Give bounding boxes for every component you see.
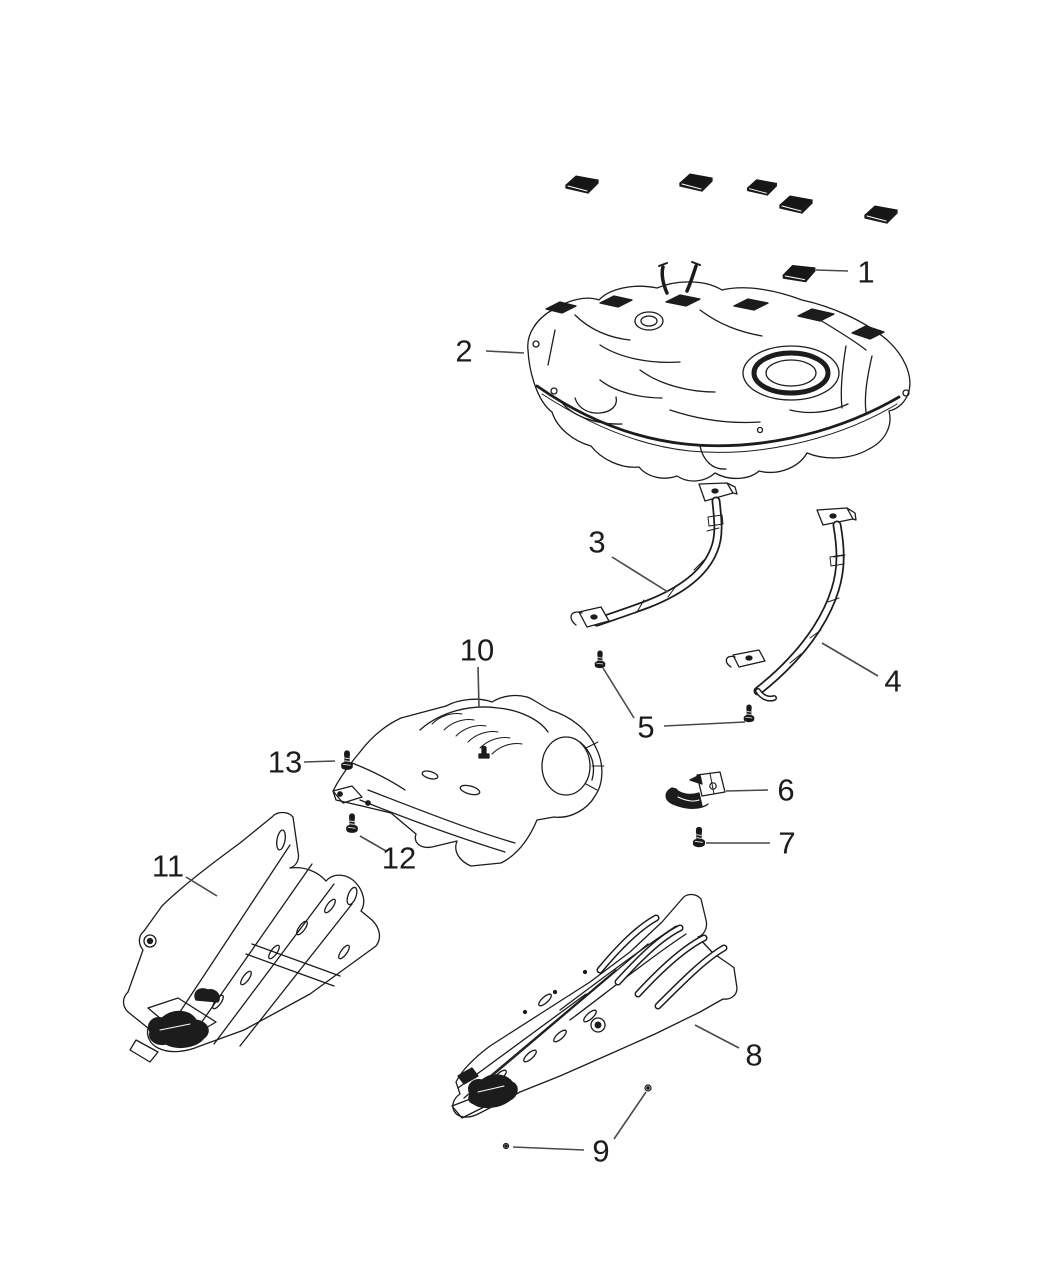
callout-6: 6 (725, 773, 795, 808)
shield-screw-lower (346, 813, 358, 833)
callout-label-7: 7 (778, 826, 795, 861)
callout-3: 3 (588, 525, 669, 593)
shield-stud (478, 745, 490, 759)
callout-label-3: 3 (588, 525, 605, 560)
vent-hose (685, 264, 698, 293)
isolator-pad (779, 195, 813, 214)
isolator-pads (565, 173, 898, 284)
isolator-pad (781, 263, 817, 284)
leader-line (821, 642, 879, 677)
skid-plate-rear (451, 893, 738, 1119)
bracket-screw (692, 826, 706, 848)
leader-line (613, 1091, 647, 1140)
callout-label-2: 2 (455, 334, 472, 369)
push-pin (502, 1142, 510, 1150)
leader-line (725, 789, 769, 792)
push-pin (504, 1144, 508, 1148)
isolator-pad (679, 173, 713, 192)
callout-label-6: 6 (777, 773, 794, 808)
isolator-pad (565, 175, 599, 194)
callout-label-8: 8 (745, 1038, 762, 1073)
callout-12: 12 (359, 835, 416, 876)
tank-strap-front (570, 482, 738, 628)
heat-shield (332, 694, 605, 867)
isolator-pad (864, 205, 898, 224)
callout-10: 10 (460, 633, 494, 708)
callout-label-9: 9 (592, 1134, 609, 1169)
callout-11: 11 (152, 849, 218, 897)
leader-line (611, 556, 669, 593)
callout-label-11: 11 (152, 849, 184, 884)
leader-line (694, 1024, 740, 1049)
strap-screw (743, 704, 755, 723)
callout-label-1: 1 (857, 255, 874, 290)
leader-line (512, 1146, 585, 1151)
strap-screw (594, 650, 606, 669)
push-pin (646, 1086, 650, 1090)
leader-line (477, 666, 480, 708)
support-bracket (665, 771, 726, 809)
shield-screw-upper (341, 750, 353, 770)
leader-line (185, 876, 218, 897)
push-pins (502, 1084, 652, 1150)
callout-label-12: 12 (382, 841, 416, 876)
vent-hose (660, 265, 669, 295)
callout-7: 7 (706, 826, 796, 861)
callout-13: 13 (268, 745, 336, 780)
isolator-pad (747, 179, 777, 196)
callout-2: 2 (455, 334, 525, 369)
skid-plate-front (122, 811, 381, 1063)
callout-label-13: 13 (268, 745, 302, 780)
leader-line (359, 835, 387, 852)
leader-line (815, 269, 849, 272)
callout-label-10: 10 (460, 633, 494, 668)
callout-label-4: 4 (884, 664, 901, 699)
leader-line (303, 760, 336, 763)
callout-8: 8 (694, 1024, 763, 1073)
callout-9: 9 (512, 1091, 647, 1169)
leader-line (602, 667, 635, 719)
push-pin (644, 1084, 652, 1092)
leader-line (663, 721, 746, 727)
leader-line (485, 350, 525, 354)
callout-1: 1 (815, 255, 875, 290)
callout-label-5: 5 (637, 710, 654, 745)
callout-5: 5 (602, 667, 746, 745)
tank-strap-rear (725, 507, 857, 702)
callout-4: 4 (821, 642, 902, 699)
fuel-tank (527, 261, 911, 482)
